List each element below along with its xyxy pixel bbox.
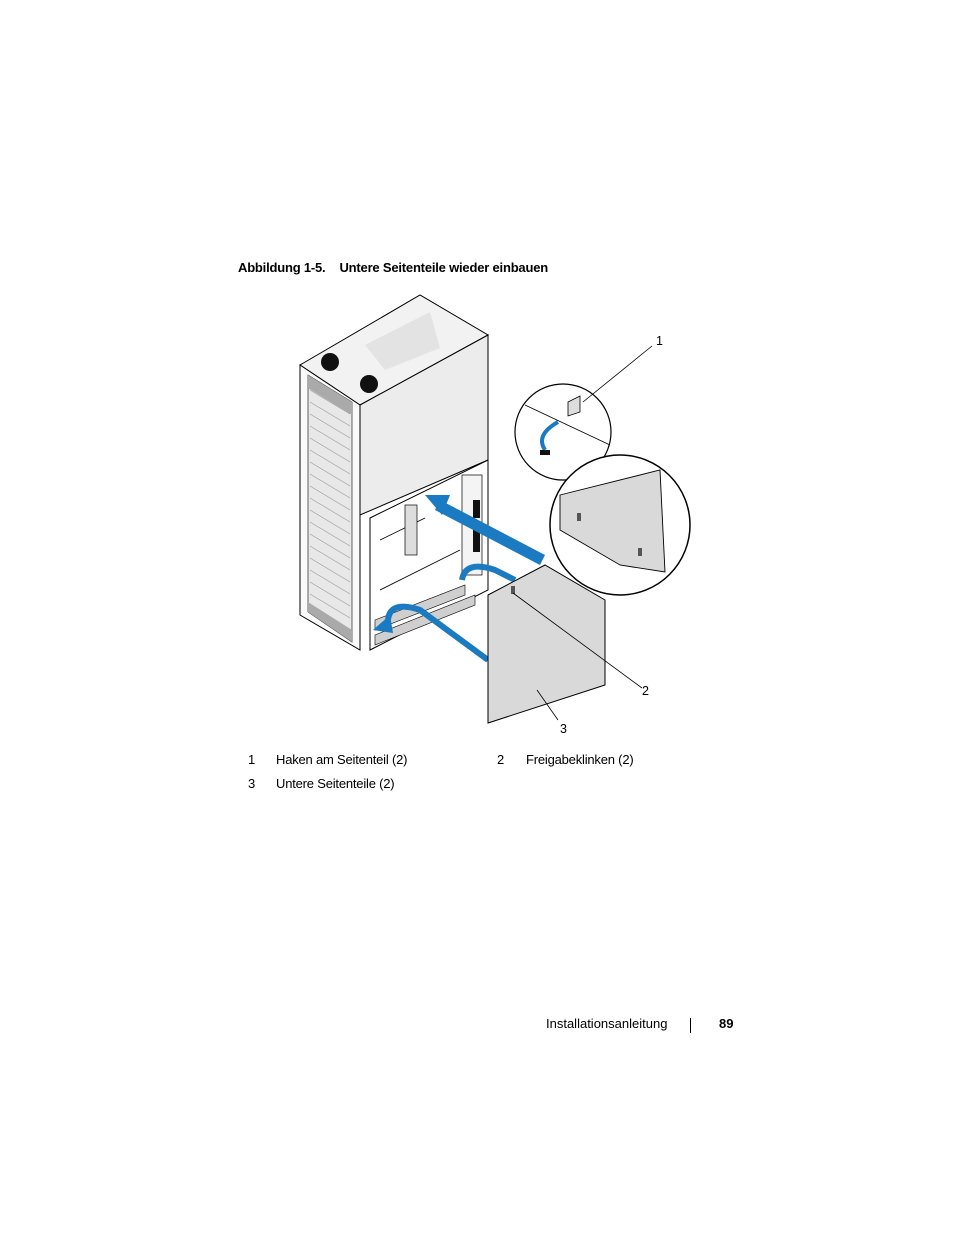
legend-number: 3 xyxy=(248,776,256,791)
legend-text: Freigabeklinken (2) xyxy=(526,752,634,767)
legend-item: 3 xyxy=(248,776,255,791)
callout-3: 3 xyxy=(560,722,567,736)
legend-number: 2 xyxy=(497,752,505,767)
legend-text: Haken am Seitenteil (2) xyxy=(276,752,408,767)
rack-illustration: 1 2 3 xyxy=(290,290,710,740)
callout-2: 2 xyxy=(642,684,649,698)
page-number: 89 xyxy=(719,1016,734,1031)
legend-item: 1 xyxy=(248,752,255,767)
legend-text: Untere Seitenteile (2) xyxy=(276,776,395,791)
callout-1: 1 xyxy=(656,334,663,348)
figure-label: Abbildung 1-5. xyxy=(238,260,326,275)
footer-divider xyxy=(690,1018,691,1033)
legend-number: 1 xyxy=(248,752,256,767)
figure-caption: Abbildung 1-5. Untere Seitenteile wieder … xyxy=(238,260,548,275)
legend-item: 2 xyxy=(497,752,504,767)
footer-section: Installationsanleitung xyxy=(546,1016,668,1031)
figure-title: Untere Seitenteile wieder einbauen xyxy=(339,260,548,275)
rack-drawing xyxy=(299,294,691,724)
